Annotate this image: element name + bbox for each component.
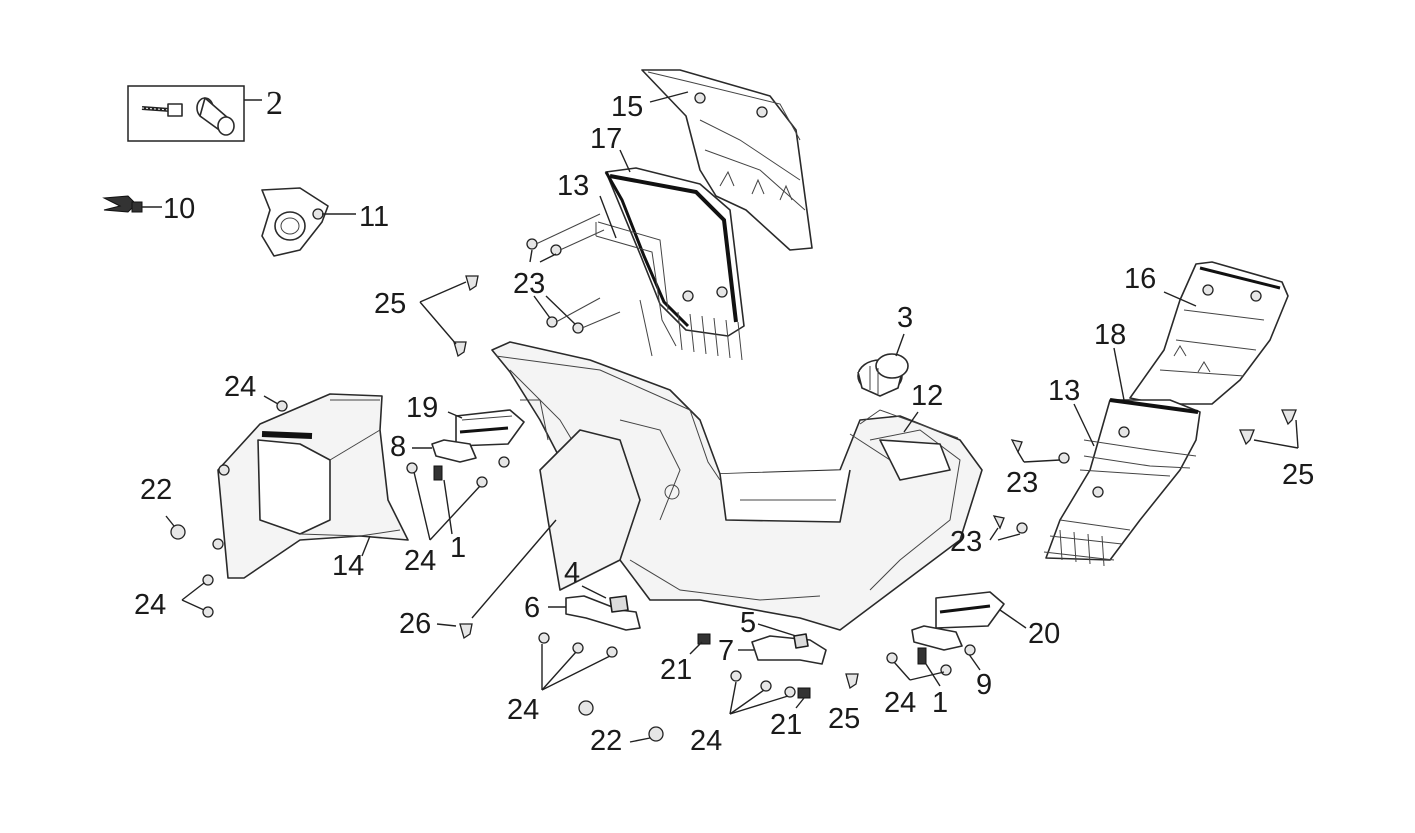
part-24-screws-left-latch: 24 <box>404 456 510 577</box>
callout-24d: 24 <box>507 694 539 726</box>
callout-2: 2 <box>266 85 283 122</box>
part-11-bracket: 11 <box>261 187 389 257</box>
part-21-clip-left: 21 <box>660 633 711 686</box>
part-22-grommet-left: 22 <box>140 474 186 540</box>
callout-22b: 22 <box>590 725 622 757</box>
part-14-left-inner-panel: 14 <box>212 393 409 582</box>
callout-21b: 21 <box>770 709 802 741</box>
part-7-rear-handle-bracket: 7 <box>718 635 754 667</box>
callout-16: 16 <box>1124 263 1156 295</box>
callout-20: 20 <box>1028 618 1060 650</box>
part-2-fastener-kit: 2 <box>127 85 283 142</box>
callout-24e: 24 <box>690 725 722 757</box>
part-4-handle: 4 <box>564 557 641 631</box>
part-24-screws-right-latch: 24 <box>884 644 976 719</box>
part-24-screws-handle: 24 <box>507 632 618 726</box>
part-19-left-latch-base: 19 <box>406 392 525 447</box>
callout-25c: 25 <box>1282 459 1314 491</box>
callout-15: 15 <box>611 91 643 123</box>
part-13-front-trim: 13 <box>557 170 677 357</box>
part-23-screws-rear-lower: 23 <box>950 515 1028 558</box>
callout-25b: 25 <box>828 703 860 735</box>
callout-24b: 24 <box>134 589 166 621</box>
part-3-cap: 3 <box>857 302 913 397</box>
callout-12: 12 <box>911 380 943 412</box>
part-5-rear-handle: 5 <box>740 607 827 665</box>
callout-9: 9 <box>976 669 992 701</box>
part-6-handle-bracket: 6 <box>524 592 566 624</box>
callout-1b: 1 <box>932 687 948 719</box>
part-18-rear-grille: 18 <box>1043 319 1201 567</box>
callout-24f: 24 <box>884 687 916 719</box>
callout-24a: 24 <box>224 371 256 403</box>
part-16-rear-upper-cover: 16 <box>1124 261 1289 405</box>
callout-1a: 1 <box>450 532 466 564</box>
part-24-screw-left-top: 24 <box>224 371 288 412</box>
callout-4: 4 <box>564 557 580 589</box>
part-24-screws-rear-handle: 24 <box>690 670 796 757</box>
callout-11: 11 <box>359 201 389 233</box>
part-25-screws-right: 25 <box>1239 409 1314 491</box>
callout-13b: 13 <box>1048 375 1080 407</box>
callout-13a: 13 <box>557 170 589 202</box>
part-9-right-latch: 9 <box>911 625 992 701</box>
callout-21a: 21 <box>660 654 692 686</box>
part-24-screws-left-bottom: 24 <box>134 574 214 621</box>
part-25-screw-bottom: 25 <box>828 673 860 735</box>
callout-22a: 22 <box>140 474 172 506</box>
callout-17: 17 <box>590 123 622 155</box>
callout-14: 14 <box>332 550 364 582</box>
part-26-side-panel: 26 <box>399 429 641 640</box>
part-17-front-grille: 17 <box>590 123 745 361</box>
part-15-front-upper-cover: 15 <box>611 69 813 251</box>
callout-26: 26 <box>399 608 431 640</box>
callout-8: 8 <box>390 431 406 463</box>
callout-23a: 23 <box>513 268 545 300</box>
part-20-right-latch-base: 20 <box>935 591 1060 650</box>
callout-24c: 24 <box>404 545 436 577</box>
callout-3: 3 <box>897 302 913 334</box>
callout-6: 6 <box>524 592 540 624</box>
callout-18: 18 <box>1094 319 1126 351</box>
part-23-screws-rear-upper: 23 <box>1006 439 1070 499</box>
callout-23b: 23 <box>1006 467 1038 499</box>
part-8-left-latch: 8 <box>390 431 477 481</box>
part-23-screws-front: 23 <box>513 213 621 334</box>
part-1-left-spring: 1 <box>443 479 466 564</box>
part-25-screws-left: 25 <box>374 275 479 358</box>
callout-19: 19 <box>406 392 438 424</box>
part-22-grommets-bottom: 22 <box>578 700 664 757</box>
part-13-rear-trim: 13 <box>1048 375 1197 469</box>
callout-10: 10 <box>163 193 195 225</box>
part-10-clip: 10 <box>102 193 195 225</box>
part-21-clip-right: 21 <box>770 687 811 741</box>
callout-5: 5 <box>740 607 756 639</box>
callout-23c: 23 <box>950 526 982 558</box>
callout-7: 7 <box>718 635 734 667</box>
callout-25a: 25 <box>374 288 406 320</box>
